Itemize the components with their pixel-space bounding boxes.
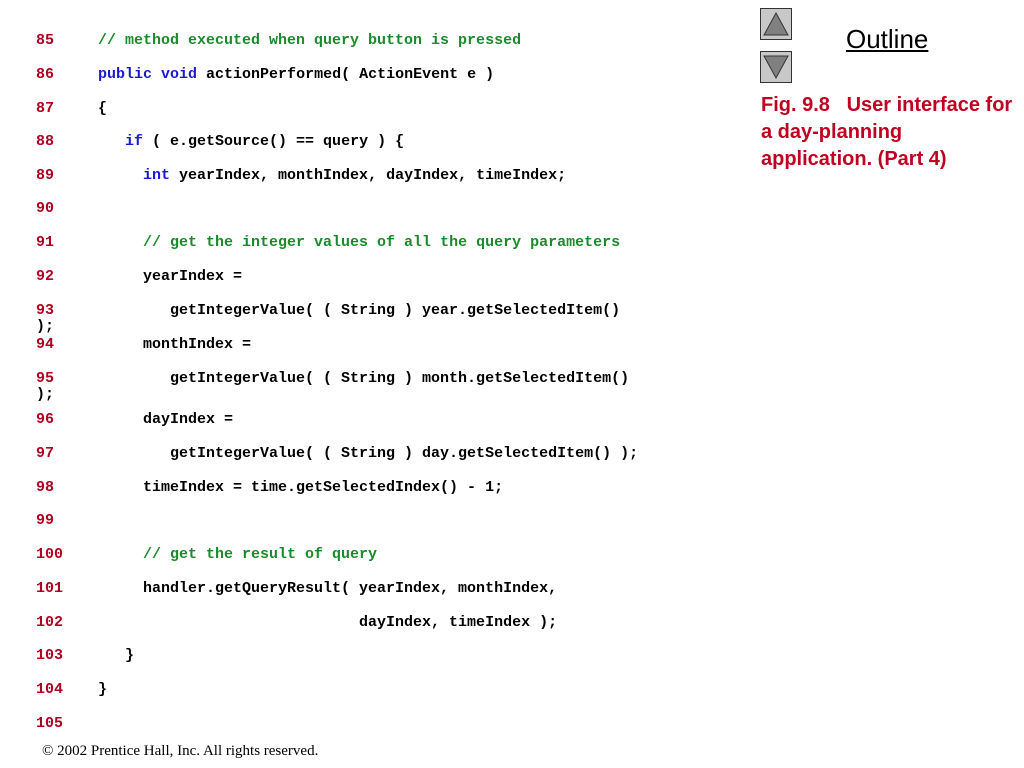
- code-line: 90: [0, 199, 745, 219]
- code-line: 99: [0, 511, 745, 531]
- code-token: timeIndex = time.getSelectedIndex() - 1;: [98, 479, 504, 496]
- line-number: 97: [36, 445, 55, 462]
- keyword: void: [161, 66, 198, 83]
- code-token: yearIndex, monthIndex, dayIndex, timeInd…: [170, 167, 567, 184]
- code-line: 96 dayIndex =: [0, 410, 745, 430]
- line-number: 91: [36, 234, 55, 251]
- code-text: if ( e.getSource() == query ) {: [98, 132, 404, 152]
- code-line: 88 if ( e.getSource() == query ) {: [0, 132, 745, 152]
- line-number: 105: [36, 715, 64, 732]
- code-line: 94 monthIndex =: [0, 335, 745, 355]
- code-token: [98, 133, 125, 150]
- code-listing: 85 // method executed when query button i…: [0, 31, 745, 734]
- line-number: 89: [36, 167, 55, 184]
- code-token: handler.getQueryResult( yearIndex, month…: [98, 580, 558, 597]
- code-token: [98, 167, 143, 184]
- code-line: 97 getIntegerValue( ( String ) day.getSe…: [0, 444, 745, 464]
- code-token: getIntegerValue( ( String ) month.getSel…: [98, 370, 630, 387]
- code-token: [152, 66, 161, 83]
- code-token: [98, 234, 143, 251]
- wrapped-code-text: );: [36, 386, 55, 403]
- comment: // get the integer values of all the que…: [143, 234, 621, 251]
- code-line: 95 getIntegerValue( ( String ) month.get…: [0, 369, 745, 403]
- code-line: 101 handler.getQueryResult( yearIndex, m…: [0, 579, 745, 599]
- code-line: 86 public void actionPerformed( ActionEve…: [0, 65, 745, 85]
- keyword: public: [98, 66, 153, 83]
- code-token: yearIndex =: [98, 268, 243, 285]
- code-token: actionPerformed( ActionEvent e ): [197, 66, 495, 83]
- line-number: 100: [36, 546, 64, 563]
- keyword: int: [143, 167, 171, 184]
- code-line: 91 // get the integer values of all the …: [0, 233, 745, 253]
- code-token: getIntegerValue( ( String ) day.getSelec…: [98, 445, 639, 462]
- code-text: getIntegerValue( ( String ) year.getSele…: [98, 301, 620, 321]
- code-text: int yearIndex, monthIndex, dayIndex, tim…: [98, 166, 566, 186]
- line-number: 86: [36, 66, 55, 83]
- code-text: getIntegerValue( ( String ) month.getSel…: [98, 369, 629, 389]
- wrapped-code-text: );: [36, 318, 55, 335]
- code-text: // method executed when query button is …: [98, 31, 521, 51]
- keyword: if: [125, 133, 144, 150]
- code-line: 104}: [0, 680, 745, 700]
- code-line: 93 getIntegerValue( ( String ) year.getS…: [0, 301, 745, 335]
- code-line: 103 }: [0, 646, 745, 666]
- figure-number: Fig. 9.8: [761, 94, 830, 116]
- up-triangle-icon: [763, 11, 789, 36]
- code-text: // get the result of query: [98, 545, 377, 565]
- code-text: getIntegerValue( ( String ) day.getSelec…: [98, 444, 638, 464]
- code-text: dayIndex, timeIndex );: [98, 613, 557, 633]
- code-text: }: [98, 680, 107, 700]
- line-number: 93: [36, 302, 55, 319]
- line-number: 99: [36, 512, 55, 529]
- code-token: }: [98, 681, 108, 698]
- code-token: ( e.getSource() == query ) {: [143, 133, 405, 150]
- line-number: 94: [36, 336, 55, 353]
- code-text: public void actionPerformed( ActionEvent…: [98, 65, 494, 85]
- code-line: 100 // get the result of query: [0, 545, 745, 565]
- outline-link[interactable]: Outline: [846, 24, 929, 54]
- code-line: 85 // method executed when query button i…: [0, 31, 745, 51]
- line-number: 96: [36, 411, 55, 428]
- line-number: 90: [36, 200, 55, 217]
- code-line: 102 dayIndex, timeIndex );: [0, 613, 745, 633]
- code-text: {: [98, 99, 107, 119]
- line-number: 88: [36, 133, 55, 150]
- code-token: dayIndex =: [98, 411, 234, 428]
- line-number: 95: [36, 370, 55, 387]
- line-number: 101: [36, 580, 64, 597]
- down-triangle-icon: [763, 55, 789, 80]
- code-text: monthIndex =: [98, 335, 251, 355]
- code-token: }: [98, 647, 135, 664]
- figure-title: User interface for a day-planning applic…: [761, 94, 1013, 170]
- line-number: 98: [36, 479, 55, 496]
- comment: // method executed when query button is …: [98, 32, 522, 49]
- line-number: 85: [36, 32, 55, 49]
- code-text: handler.getQueryResult( yearIndex, month…: [98, 579, 557, 599]
- code-token: monthIndex =: [98, 336, 252, 353]
- line-number: 87: [36, 100, 55, 117]
- figure-caption: Fig. 9.8 User interface for a day-planni…: [761, 92, 1016, 173]
- code-token: dayIndex, timeIndex );: [98, 614, 558, 631]
- code-text: dayIndex =: [98, 410, 233, 430]
- copyright-footer: © 2002 Prentice Hall, Inc. All rights re…: [42, 743, 319, 759]
- code-line: 89 int yearIndex, monthIndex, dayIndex, …: [0, 166, 745, 186]
- code-text: timeIndex = time.getSelectedIndex() - 1;: [98, 478, 503, 498]
- code-text: }: [98, 646, 134, 666]
- line-number: 92: [36, 268, 55, 285]
- code-line: 105: [0, 714, 745, 734]
- code-text: // get the integer values of all the que…: [98, 233, 620, 253]
- code-token: [98, 546, 143, 563]
- line-number: 104: [36, 681, 64, 698]
- line-number: 103: [36, 647, 64, 664]
- next-slide-button[interactable]: [760, 51, 792, 83]
- code-text: yearIndex =: [98, 267, 242, 287]
- code-line: 98 timeIndex = time.getSelectedIndex() -…: [0, 478, 745, 498]
- line-number: 102: [36, 614, 64, 631]
- code-token: getIntegerValue( ( String ) year.getSele…: [98, 302, 621, 319]
- code-token: {: [98, 100, 108, 117]
- previous-slide-button[interactable]: [760, 8, 792, 40]
- code-line: 92 yearIndex =: [0, 267, 745, 287]
- comment: // get the result of query: [143, 546, 378, 563]
- code-line: 87 {: [0, 99, 745, 119]
